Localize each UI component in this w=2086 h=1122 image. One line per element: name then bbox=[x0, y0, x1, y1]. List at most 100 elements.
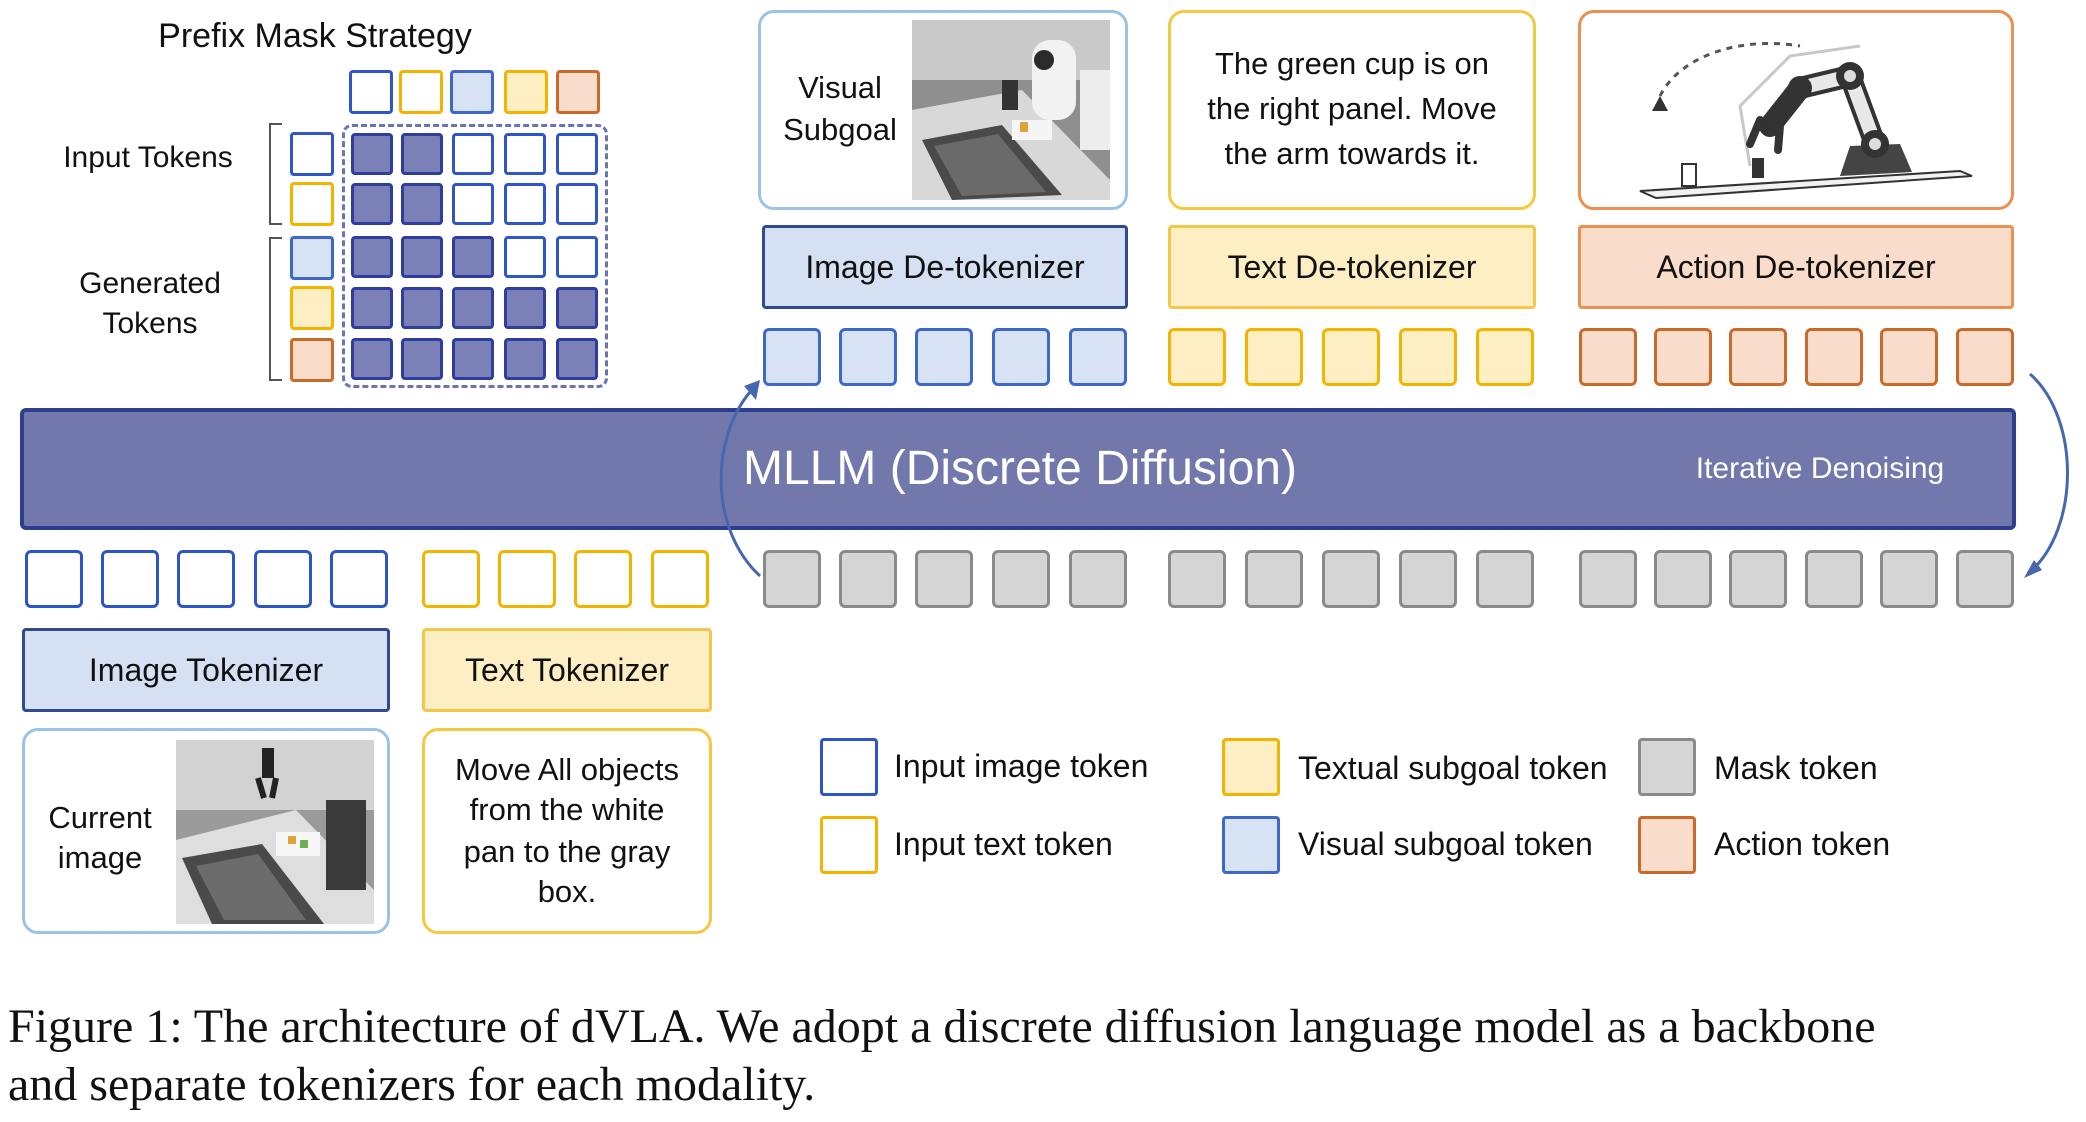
visual-subgoal-label-2: Subgoal bbox=[770, 110, 910, 150]
mask-token bbox=[1880, 550, 1938, 608]
legend-label-input-image: Input image token bbox=[894, 746, 1148, 786]
image-tokenizer: Image Tokenizer bbox=[22, 628, 390, 712]
visual-subgoal-token bbox=[1069, 328, 1127, 386]
mask-cell bbox=[401, 338, 443, 380]
image-detokenizer: Image De-tokenizer bbox=[762, 225, 1128, 309]
mask-cell bbox=[351, 133, 393, 175]
col-header-text bbox=[399, 70, 443, 114]
input-image-token bbox=[25, 550, 83, 608]
mask-cell bbox=[504, 236, 546, 278]
input-image-token bbox=[254, 550, 312, 608]
visual-subgoal-label-1: Visual bbox=[770, 68, 910, 108]
mask-token bbox=[763, 550, 821, 608]
mask-token bbox=[839, 550, 897, 608]
mask-cell bbox=[401, 287, 443, 329]
generated-tokens-label-2: Tokens bbox=[50, 304, 250, 344]
input-image-token bbox=[177, 550, 235, 608]
mask-cell bbox=[351, 338, 393, 380]
mask-cell bbox=[401, 236, 443, 278]
mask-cell bbox=[351, 287, 393, 329]
instruction-line-1: Move All objects bbox=[424, 750, 710, 790]
mask-token bbox=[1579, 550, 1637, 608]
mask-cell bbox=[452, 133, 494, 175]
generated-tokens-label-1: Generated bbox=[50, 264, 250, 304]
input-tokens-label: Input Tokens bbox=[38, 138, 258, 178]
mask-cell bbox=[452, 236, 494, 278]
legend-swatch-textual-subgoal bbox=[1222, 738, 1280, 796]
legend-label-textual-subgoal: Textual subgoal token bbox=[1298, 748, 1608, 788]
row-header-image bbox=[290, 132, 334, 176]
mask-token bbox=[1168, 550, 1226, 608]
figure-caption: Figure 1: The architecture of dVLA. We a… bbox=[8, 998, 2078, 1114]
mask-cell bbox=[452, 287, 494, 329]
mask-token bbox=[992, 550, 1050, 608]
caption-line-2: and separate tokenizers for each modalit… bbox=[8, 1056, 2078, 1114]
action-detokenizer: Action De-tokenizer bbox=[1578, 225, 2014, 309]
robot-arm-illustration bbox=[1600, 16, 1990, 206]
mask-token bbox=[1399, 550, 1457, 608]
mask-cell bbox=[556, 287, 598, 329]
mask-token bbox=[915, 550, 973, 608]
input-text-token bbox=[422, 550, 480, 608]
instruction-line-4: box. bbox=[424, 872, 710, 912]
mask-cell bbox=[351, 183, 393, 225]
textual-subgoal-token bbox=[1245, 328, 1303, 386]
text-subgoal-line-1: The green cup is on bbox=[1170, 44, 1534, 84]
mask-token bbox=[1476, 550, 1534, 608]
col-header-action bbox=[556, 70, 600, 114]
mask-cell bbox=[556, 236, 598, 278]
denoise-arrow-right bbox=[2010, 368, 2086, 584]
mask-brackets bbox=[260, 118, 290, 388]
legend-swatch-input-image bbox=[820, 738, 878, 796]
mask-cell bbox=[556, 338, 598, 380]
legend-label-input-text: Input text token bbox=[894, 824, 1113, 864]
mask-token bbox=[1322, 550, 1380, 608]
mask-token bbox=[1654, 550, 1712, 608]
mask-cell bbox=[504, 338, 546, 380]
mask-cell bbox=[452, 338, 494, 380]
text-subgoal-line-3: the arm towards it. bbox=[1170, 134, 1534, 174]
textual-subgoal-token bbox=[1476, 328, 1534, 386]
row-header-text bbox=[290, 182, 334, 226]
legend-swatch-visual-subgoal bbox=[1222, 816, 1280, 874]
mask-cell bbox=[401, 133, 443, 175]
mask-cell bbox=[556, 183, 598, 225]
mask-cell bbox=[351, 236, 393, 278]
row-header-action bbox=[290, 338, 334, 382]
action-token bbox=[1956, 328, 2014, 386]
text-subgoal-line-2: the right panel. Move bbox=[1170, 89, 1534, 129]
legend-swatch-action bbox=[1638, 816, 1696, 874]
current-image-label-1: Current bbox=[30, 798, 170, 838]
action-token bbox=[1654, 328, 1712, 386]
mask-cell bbox=[452, 183, 494, 225]
action-token bbox=[1579, 328, 1637, 386]
action-token bbox=[1880, 328, 1938, 386]
instruction-line-3: pan to the gray bbox=[424, 832, 710, 872]
row-header-visual bbox=[290, 236, 334, 280]
instruction-line-2: from the white bbox=[424, 790, 710, 830]
textual-subgoal-token bbox=[1399, 328, 1457, 386]
iterative-denoising-label: Iterative Denoising bbox=[1660, 450, 1980, 488]
input-image-token bbox=[101, 550, 159, 608]
col-header-textual bbox=[504, 70, 548, 114]
textual-subgoal-token bbox=[1168, 328, 1226, 386]
mask-cell bbox=[556, 133, 598, 175]
textual-subgoal-token bbox=[1322, 328, 1380, 386]
current-image-photo bbox=[176, 740, 374, 924]
legend-swatch-mask bbox=[1638, 738, 1696, 796]
legend-label-visual-subgoal: Visual subgoal token bbox=[1298, 824, 1593, 864]
caption-line-1: Figure 1: The architecture of dVLA. We a… bbox=[8, 998, 2078, 1056]
mask-cell bbox=[504, 287, 546, 329]
input-image-token bbox=[330, 550, 388, 608]
text-detokenizer: Text De-tokenizer bbox=[1168, 225, 1536, 309]
visual-subgoal-token bbox=[839, 328, 897, 386]
prefix-mask-title: Prefix Mask Strategy bbox=[120, 16, 510, 56]
input-text-token bbox=[574, 550, 632, 608]
text-tokenizer: Text Tokenizer bbox=[422, 628, 712, 712]
input-text-token bbox=[498, 550, 556, 608]
col-header-visual bbox=[450, 70, 494, 114]
col-header-image bbox=[349, 70, 393, 114]
action-token bbox=[1729, 328, 1787, 386]
mask-token bbox=[1805, 550, 1863, 608]
mask-token bbox=[1729, 550, 1787, 608]
